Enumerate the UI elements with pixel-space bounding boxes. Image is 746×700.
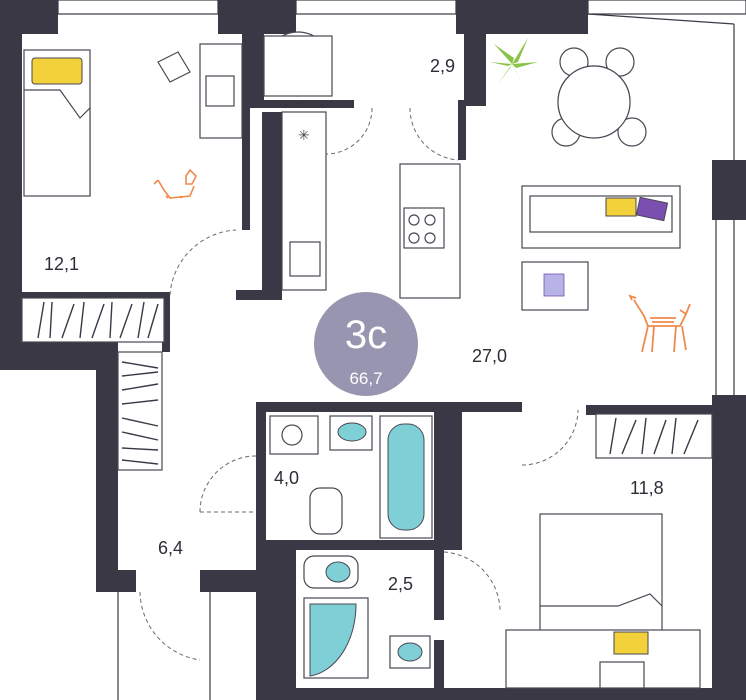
window-top-1 [57,0,219,15]
dog-icon [628,294,691,353]
wall-wc-right [434,550,444,620]
wall-wc-left [256,540,296,700]
wardrobe-hall [117,351,163,471]
door-pantry [325,107,373,155]
chair-2 [605,47,635,77]
wall-wardrobe-side [162,292,170,352]
door-bedroom2 [521,409,579,466]
chair-4 [617,117,647,147]
door-wc [443,551,501,611]
bedroom-1-furniture [21,43,243,343]
window-top-2 [295,0,457,15]
badge-circle [314,292,418,396]
plant-icon [490,38,538,86]
wall-bath-top [256,402,522,412]
toilet-1 [309,487,343,535]
area-hall: 6,4 [158,538,183,558]
nightstand [599,661,645,689]
wall-pantry-right-thin [458,100,466,160]
wall-left-upper [0,0,22,370]
area-pantry: 2,9 [430,56,455,76]
apartment-badge: 3с 66,7 [314,292,418,396]
wall-kitchen-column [262,112,282,297]
area-bathroom: 4,0 [274,468,299,488]
wc-furniture [303,555,431,679]
wall-bedroom1-bottom [22,292,170,302]
wall-right-1 [712,160,746,220]
area-living-kitchen: 27,0 [472,346,507,366]
door-bedroom1 [169,229,237,296]
badge-area: 66,7 [349,369,382,388]
door-bathroom [199,455,257,513]
window-top-3 [587,0,746,15]
pillow-yellow [31,57,83,85]
door-pantry-2 [409,107,459,161]
monitor [205,75,235,107]
area-bedroom-1: 12,1 [44,254,79,274]
pantry-furniture [263,31,333,97]
wall-wc-right-2 [434,640,444,690]
badge-type: 3с [345,313,387,357]
sink [289,241,321,277]
rug-pattern [543,273,565,297]
cooktop [403,207,445,249]
cushion-purple [635,196,669,222]
wall-bedroom1-right-thin [242,100,250,230]
blanket-fold-2 [540,593,663,607]
area-bedroom-2: 11,8 [630,478,664,498]
blanket-fold [24,89,91,196]
door-swings [139,107,579,661]
wall-hall-left [96,340,118,592]
cushion-yellow [605,197,637,217]
pillow-yellow-2 [613,631,649,655]
area-wc: 2,5 [388,574,413,594]
bathroom-furniture [269,415,461,539]
wall-kitchen-bottom [236,290,282,300]
door-entrance [139,591,201,661]
wall-top-mid [218,0,296,34]
wall-right-2 [712,395,746,700]
hob-icon: ✳ [298,127,310,143]
kitchen-furniture: ✳ [281,111,461,299]
wall-pantry-right [464,30,486,106]
wall-bath-right [434,412,462,550]
wall-bottom [256,688,746,700]
wall-bedroom1-right [242,30,264,102]
wall-pantry-bottom [242,100,354,108]
living-furniture [490,38,713,459]
wall-top-right [456,0,588,34]
hall-wardrobe [117,351,163,471]
cat-icon [153,168,197,199]
wall-bedroom2-top [586,405,716,415]
wall-hall-bottom-right [200,570,256,592]
desk-chair [157,51,191,83]
wall-hall-bottom [96,570,136,592]
wall-left-step [0,340,115,370]
wall-bath-left [256,402,266,542]
bedroom-2-furniture [505,513,701,689]
room-labels: 12,1 2,9 27,0 4,0 6,4 2,5 11,8 [44,56,664,594]
hangers-1 [37,301,159,339]
wall-bath-bottom [256,540,446,550]
